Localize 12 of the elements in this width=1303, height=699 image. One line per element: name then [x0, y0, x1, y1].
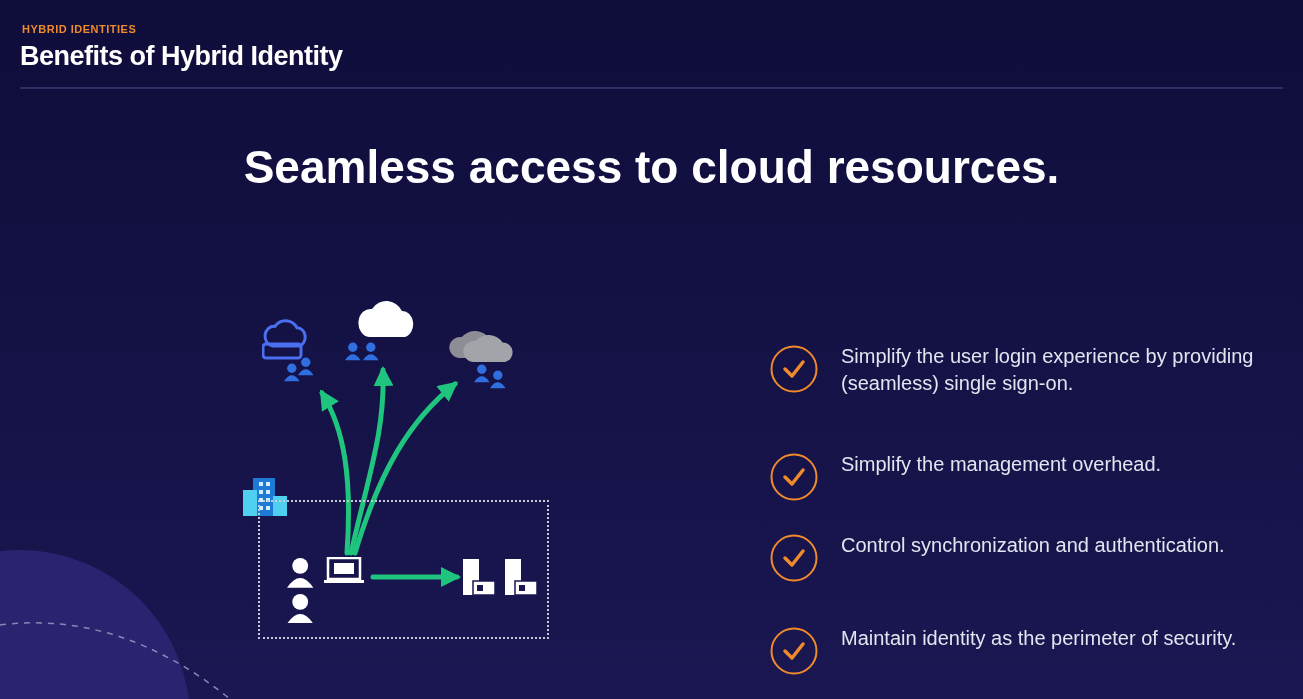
arrow — [352, 381, 459, 556]
slide-title: Benefits of Hybrid Identity — [20, 41, 343, 72]
benefit-text: Simplify the management overhead. — [841, 452, 1163, 477]
arrow — [319, 389, 351, 556]
section-kicker: HYBRID IDENTITIES — [22, 23, 137, 35]
benefit-text: Maintain identity as the perimeter of security. — [841, 626, 1238, 651]
benefit-text: Simplify the user login experience by providing (seamless) single sign-on. — [841, 344, 1255, 396]
arrow — [348, 366, 394, 556]
arrow — [370, 567, 461, 587]
benefit-text: Control synchronization and authentication. — [841, 533, 1226, 558]
on-premises-boundary — [258, 500, 549, 639]
headline: Seamless access to cloud resources. — [242, 140, 1061, 194]
